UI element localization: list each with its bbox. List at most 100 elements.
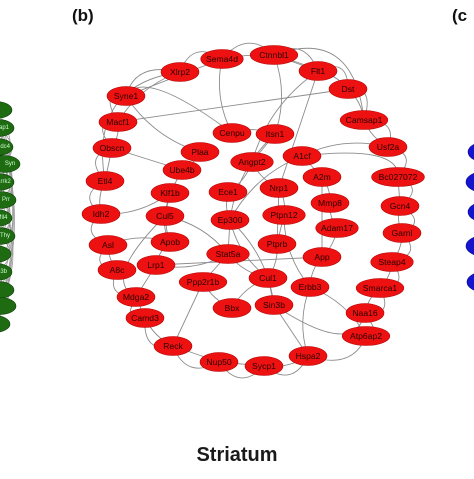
gene-node: Ube4b [162,160,202,180]
gene-node-shape [370,252,414,272]
gene-node-shape [85,171,125,191]
gene-node-shape [162,160,202,180]
gene-node-shape [257,234,297,254]
gene-node-shape [150,232,190,252]
gene-node: Obscn [92,138,132,158]
gene-node: Usf2a [368,137,408,157]
gene-node-shape [255,124,295,144]
loop-edge [102,71,181,182]
gene-node-shape [254,295,294,315]
green-node-label: Syn [5,161,15,167]
gene-node-shape [98,112,138,132]
gene-node: Mdga2 [116,287,156,307]
gene-node-label: Usf2a [377,142,400,152]
gene-node-label: Gcn4 [390,201,411,211]
gene-node-shape [180,142,220,162]
gene-node-shape [248,268,288,288]
gene-node-shape [310,193,350,213]
gene-node-shape [259,178,299,198]
gene-node: A8c [97,260,137,280]
gene-node-shape [206,244,250,264]
green-node: ap1 [0,119,15,137]
gene-node-shape [199,352,239,372]
gene-node-label: Macf1 [106,117,130,127]
gene-node: App [302,247,342,267]
gene-node: Lrp1 [136,255,176,275]
gene-node-label: Garnl [391,228,412,238]
gene-node-label: A2m [313,172,331,182]
gene-node-label: Ctnnbl1 [259,50,289,60]
gene-node-label: Steap4 [378,257,405,267]
gene-node: Apob [150,232,190,252]
gene-node: Naa16 [345,303,385,323]
green-node-label: Cdc4 [0,144,11,150]
gene-node-label: Bc027072 [379,172,418,182]
gene-node-label: Mmp8 [318,198,342,208]
gene-node-shape [208,182,248,202]
green-node-label: ap1 [0,125,10,131]
green-node [0,101,13,119]
panel-label-c: (c [452,6,468,25]
figure-caption: Striatum [196,444,278,466]
gene-node-label: Itsn1 [266,129,285,139]
blue-node [467,143,474,161]
green-node-label: Lrrk2 [0,179,11,185]
gene-node-label: Sema4d [206,54,238,64]
gene-node: Cenpu [212,123,252,143]
gene-node-shape [328,79,368,99]
gene-node: Hspa2 [288,346,328,366]
gene-node: Xlrp2 [160,62,200,82]
gene-node: Ctnnbl1 [249,45,299,65]
gene-node-label: Ptpn12 [270,210,297,220]
green-node: Cdc4 [0,138,14,156]
gene-node-shape [81,204,121,224]
gene-node-shape [345,303,385,323]
gene-node-shape [136,255,176,275]
gene-node: Cul1 [248,268,288,288]
gene-node-label: Syne1 [114,91,139,101]
gene-node-shape [302,247,342,267]
green-node: Lrrk2 [0,173,15,191]
gene-node: Camsap1 [339,110,389,130]
gene-node: Steap4 [370,252,414,272]
gene-node: Camd3 [125,308,165,328]
gene-node: Nrp1 [259,178,299,198]
gene-node: Stat5a [206,244,250,264]
green-node: Mll4 [0,209,13,227]
green-cluster: ap1Cdc4SynLrrk2PrrMll4Thyp3b [0,101,21,333]
gene-node-shape [106,86,146,106]
blue-node [465,237,474,255]
gene-node: Sin3b [254,295,294,315]
gene-node-shape [244,356,284,376]
gene-node-label: Ece1 [218,187,238,197]
gene-node-shape [212,123,252,143]
gene-node-shape [116,287,156,307]
blue-node [467,203,474,221]
gene-node: Bc027072 [371,167,425,187]
gene-node: Idh2 [81,204,121,224]
gene-node-label: Idh2 [93,209,110,219]
gene-node: Itsn1 [255,124,295,144]
gene-node-label: Stat5a [216,249,241,259]
gene-node: Plaa [180,142,220,162]
gene-node-shape [88,235,128,255]
blue-cluster [465,143,474,291]
gene-node: Garnl [382,223,422,243]
gene-node-label: Ube4b [169,165,195,175]
network-edge [302,286,311,357]
gene-node-label: Nrp1 [270,183,289,193]
gene-node: Klf1b [150,183,190,203]
gene-node-shape [315,218,359,238]
gene-node-shape [145,206,185,226]
gene-node-label: Cul5 [156,211,174,221]
gene-node-label: App [314,252,330,262]
gene-node-shape [200,49,244,69]
gene-node: Adam17 [315,218,359,238]
gene-node: Smarca1 [355,278,405,298]
gene-node-label: Erbb3 [299,282,322,292]
gene-node: Erbb3 [290,277,330,297]
gene-node-label: Camd3 [131,313,159,323]
network-edge [229,133,276,221]
network-edge [117,88,349,123]
